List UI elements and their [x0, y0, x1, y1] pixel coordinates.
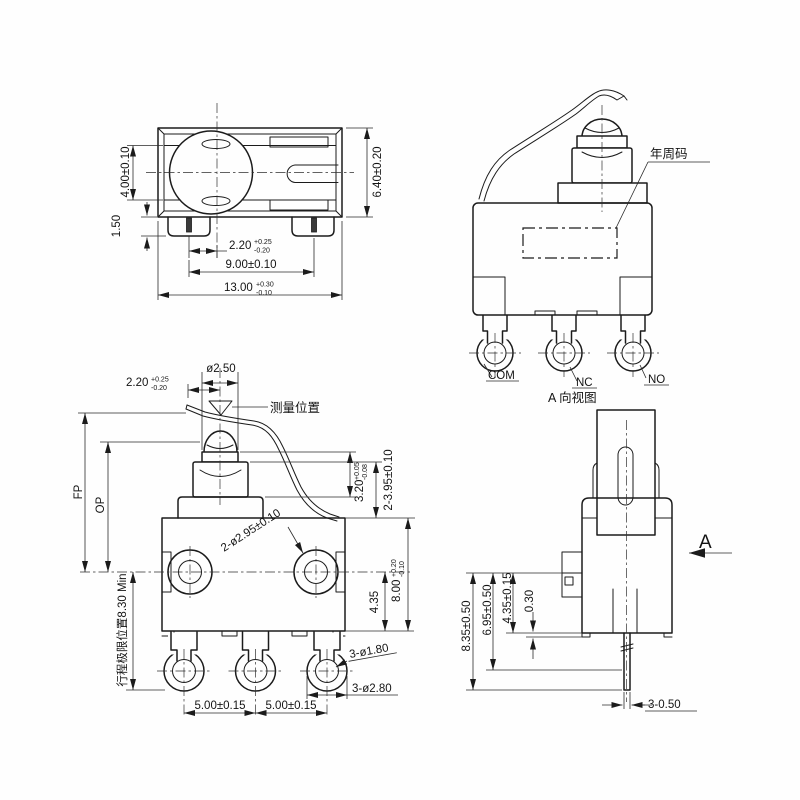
front-view-marking-area	[522, 227, 618, 259]
side-a-view: A 8.35±0.50 6.95±0.50 4.35±0.15 0.30 3-0…	[461, 409, 732, 712]
side-view-plunger	[177, 430, 264, 519]
side-a-direction: A	[689, 532, 732, 558]
dim-body-width: 13.00	[224, 282, 253, 294]
dim-plunger-dia: ø2.50	[206, 363, 235, 375]
dim-terminal-hole-group: 3-ø1.80	[348, 642, 397, 662]
dim-overall-height: 8.35±0.50	[461, 600, 473, 651]
dim-terminal-dia: 3-ø2.80	[352, 683, 392, 695]
top-view-dimensions: 4.00±0.10 1.50 6.40±0.20 2.20 +0.25 -0.2…	[111, 127, 384, 300]
dim-plunger-height: 3.20	[354, 480, 366, 502]
top-view-pin-right	[311, 217, 317, 233]
dim-pitch-left: 5.00±0.15	[194, 700, 245, 712]
dim-hole-to-bottom: 4.35	[369, 591, 381, 613]
dim-operating-position: OP	[95, 496, 107, 513]
terminal-com-label: COM	[488, 370, 515, 382]
top-view-mounting-tabs	[167, 216, 335, 237]
dim-lever-offset-tol-dn: -0.20	[151, 385, 167, 392]
dim-roller-width: 4.00±0.10	[120, 146, 132, 197]
top-view: 4.00±0.10 1.50 6.40±0.20 2.20 +0.25 -0.2…	[111, 103, 384, 300]
side-view-dimensions: 测量位置 ø2.50 2.20 +0.25 -0.20 FP OP 行程极限位置…	[73, 363, 415, 716]
terminal-nc-label: NC	[576, 377, 593, 389]
dim-step: 0.30	[524, 590, 536, 612]
side-view-centerlines	[80, 368, 413, 717]
front-view: 年周码 COM NC NO A 向视图	[469, 89, 710, 405]
dim-pin-spacing: 9.00±0.10	[225, 259, 276, 271]
top-view-pin-left	[186, 217, 192, 233]
dim-plunger-height-tol-up: +0.05	[354, 462, 361, 480]
dim-lever-offset-tol-up: +0.25	[151, 377, 169, 384]
side-a-dimensions: 8.35±0.50 6.95±0.50 4.35±0.15 0.30 3-0.5…	[461, 572, 697, 712]
measure-position-label: 测量位置	[270, 400, 320, 415]
dim-side-body-height: 4.35±0.15	[502, 572, 514, 623]
side-a-lever	[596, 409, 656, 536]
top-view-centerlines	[146, 103, 354, 258]
dim-lever-offset: 2.20	[126, 377, 148, 389]
dim-boss-height: 2-3.95±0.10	[383, 449, 395, 510]
dim-plunger-height-tol-dn: -0.08	[362, 464, 369, 480]
dim-pin-offset-tol-dn: -0.20	[254, 248, 270, 255]
side-a-terminal-pin	[620, 632, 634, 691]
front-view-centerlines	[469, 105, 659, 377]
side-view-lever	[185, 404, 340, 522]
direction-a-label: A	[699, 532, 712, 553]
dim-body-height-top: 6.40±0.20	[372, 146, 384, 197]
view-a-caption: A 向视图	[548, 390, 597, 405]
front-view-terminals	[476, 314, 652, 372]
dim-pitch-right: 5.00±0.15	[265, 700, 316, 712]
dim-plunger-height-group: 3.20 +0.05 -0.08	[354, 462, 369, 502]
dim-pin-width: 3-0.50	[648, 699, 681, 711]
dim-body-width-tol-dn: -0.10	[256, 290, 272, 297]
dim-free-position: FP	[73, 484, 85, 499]
dim-pin-offset-tol-up: +0.25	[254, 239, 272, 246]
dim-travel-limit: 行程极限位置8.30 Min	[115, 573, 129, 686]
dim-tab-height: 1.50	[111, 215, 123, 237]
dim-pin-offset: 2.20	[229, 240, 251, 252]
dim-body-height-tol-up: +0.20	[391, 559, 398, 577]
side-a-body	[561, 462, 673, 638]
dim-body-width-tol-up: +0.30	[256, 282, 274, 289]
dim-terminal-hole: 3-ø1.80	[348, 642, 389, 661]
dim-body-height-group: 8.00 +0.20 -0.10	[391, 559, 406, 602]
marking-code-label: 年周码	[650, 147, 688, 161]
front-view-plunger	[557, 118, 648, 204]
front-view-body	[472, 202, 653, 316]
side-view: 测量位置 ø2.50 2.20 +0.25 -0.20 FP OP 行程极限位置…	[73, 363, 415, 717]
front-view-lever	[478, 89, 628, 202]
front-view-labels: 年周码 COM NC NO A 向视图	[483, 147, 710, 405]
dim-body-height: 8.00	[391, 580, 403, 602]
terminal-no-label: NO	[648, 374, 665, 386]
dim-body-height-tol-dn: -0.10	[399, 561, 406, 577]
dim-mount-holes: 2-ø2.95±0.10	[219, 507, 283, 554]
dim-pin-length: 6.95±0.50	[482, 584, 494, 635]
